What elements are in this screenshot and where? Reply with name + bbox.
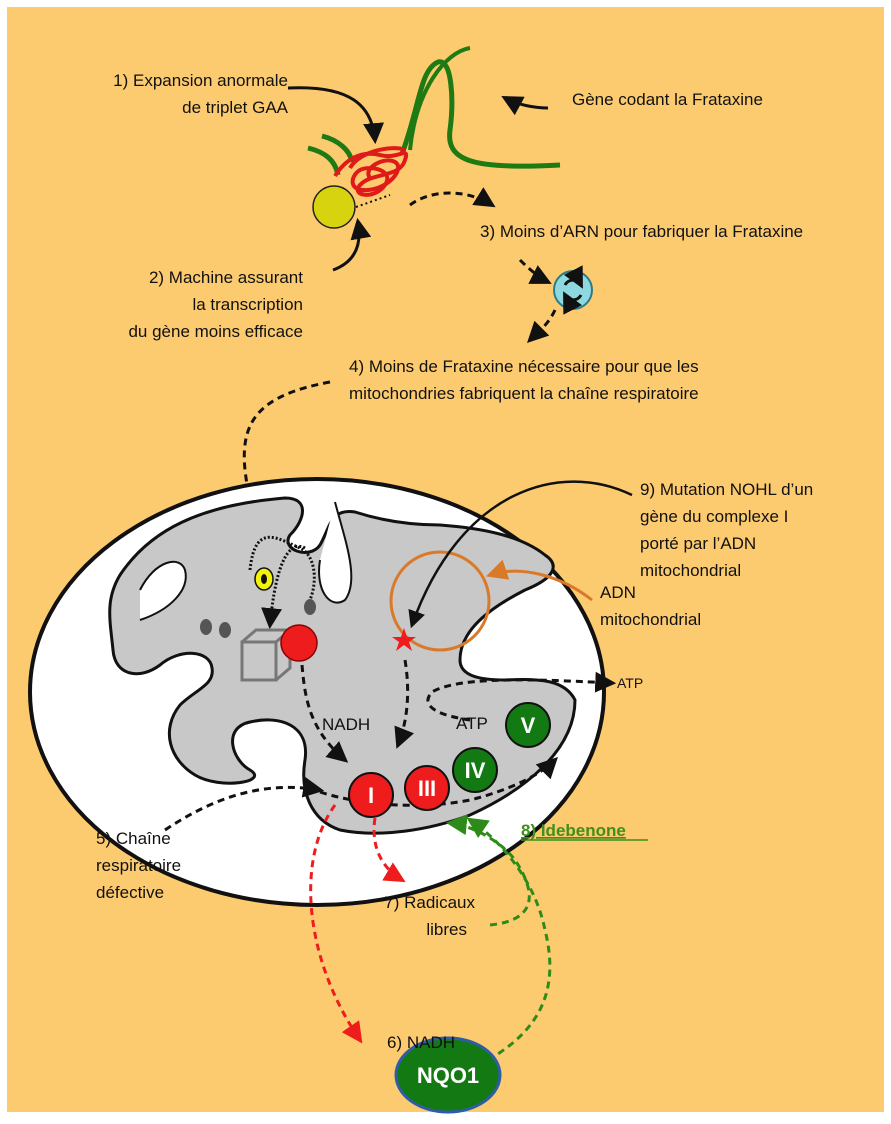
step1-line1: 1) Expansion anormale [113,71,288,90]
step5-line1: 5) Chaîne [96,829,171,848]
complex-I: I [349,773,393,817]
complex-III-label: III [418,776,436,801]
mtdna-line2: mitochondrial [600,610,701,629]
complex-IV-label: IV [465,758,486,783]
complex-IV: IV [453,748,497,792]
step1-line2: de triplet GAA [182,98,288,117]
grey-dot-3 [304,599,316,615]
step7-line1: 7) Radicaux [384,893,475,912]
atp-in-label: ATP [456,714,488,733]
grey-dot-1 [200,619,212,635]
step9-line3: porté par l’ADN [640,534,756,553]
mtdna-line1: ADN [600,583,636,602]
step9-line4: mitochondrial [640,561,741,580]
atp-out-label: ATP [617,675,643,691]
transcription-machine-sphere [313,186,355,228]
step2-line2: la transcription [192,295,303,314]
step5-line2: respiratoire [96,856,181,875]
step5-line3: défective [96,883,164,902]
complex-V-label: V [521,713,536,738]
grey-dot-2 [219,622,231,638]
step4-line2: mitochondries fabriquent la chaîne respi… [349,384,699,403]
step3-label: 3) Moins d’ARN pour fabriquer la Frataxi… [480,222,803,241]
step9-line2: gène du complexe I [640,507,788,526]
gene-label: Gène codant la Frataxine [572,90,763,109]
step4-line1: 4) Moins de Frataxine nécessaire pour qu… [349,357,699,376]
step6-label: 6) NADH [387,1033,455,1052]
step8-label: 8) Idebenone [521,821,626,840]
nqo1-label: NQO1 [417,1063,479,1088]
complex-V: V [506,703,550,747]
recycle-icon [554,271,592,309]
complex-I-label: I [368,783,374,808]
complex-III: III [405,766,449,810]
step2-line3: du gène moins efficace [128,322,303,341]
frataxin-marker [255,568,273,590]
red-protein-circle [281,625,317,661]
step9-line1: 9) Mutation NOHL d’un [640,480,813,499]
nadh-in-label: NADH [322,715,370,734]
step2-line1: 2) Machine assurant [149,268,303,287]
step7-line2: libres [426,920,467,939]
